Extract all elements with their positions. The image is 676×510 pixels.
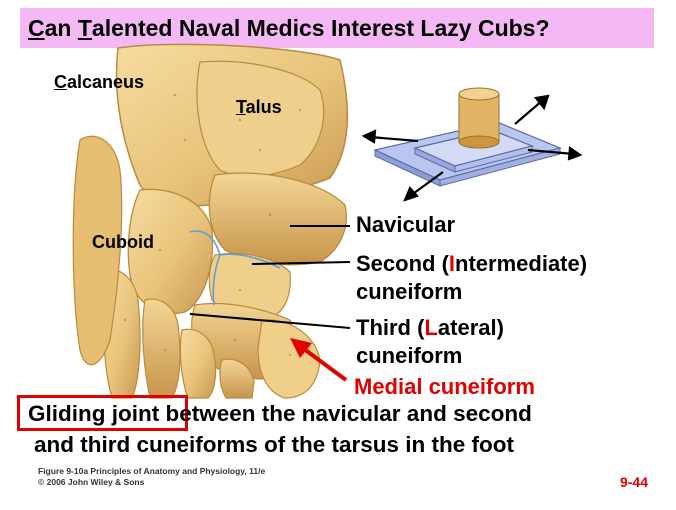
gliding-joint-line-2	[219, 253, 281, 269]
label-talus: Talus	[236, 97, 282, 117]
medial-cuneiform-arrow	[298, 344, 348, 382]
metatarsal-2	[142, 298, 181, 399]
title-initial-c: C	[28, 14, 45, 41]
bone-texture	[123, 93, 302, 357]
label-medial-cuneiform: Medial cuneiform	[354, 374, 535, 399]
third-cuneiform-leader	[189, 313, 351, 329]
second-cuneiform-leader	[251, 261, 351, 265]
medial-cuneiform-arrowhead	[290, 338, 312, 358]
cuboid-bone	[127, 188, 214, 314]
model-arrowhead-right	[567, 146, 583, 161]
talus-bone	[196, 60, 325, 177]
figure-credit: Figure 9-10a Principles of Anatomy and P…	[38, 466, 265, 488]
model-upper-plate-side-2	[454, 145, 533, 173]
metatarsal-4	[219, 358, 255, 399]
credit-line-2: © 2006 John Wiley & Sons	[38, 477, 145, 487]
label-third-cuneiform: Third (Lateral) cuneiform	[356, 315, 504, 368]
title-text-2: alented Naval Medics Interest Lazy Cubs?	[91, 14, 550, 41]
credit-line-1: Figure 9-10a Principles of Anatomy and P…	[38, 466, 266, 476]
model-arrow-downleft	[409, 171, 444, 197]
model-arrowhead-left	[361, 129, 377, 144]
model-arrow-left	[369, 135, 419, 143]
model-arrowhead-upright	[533, 94, 550, 111]
metatarsal-3	[179, 328, 217, 399]
model-cylinder-base	[458, 135, 500, 149]
gliding-joint-highlight-box	[17, 395, 188, 431]
medial-cuneiform-bone	[257, 319, 321, 399]
label-navicular: Navicular	[356, 212, 456, 237]
leg-bone	[72, 135, 123, 366]
caption-highlight: Gliding joint	[28, 401, 160, 426]
label-cuboid: Cuboid	[92, 232, 154, 252]
caption: Gliding joint between the navicular and …	[20, 398, 660, 460]
model-arrow-upright	[514, 99, 544, 125]
gliding-joint-model	[361, 87, 583, 202]
label-calcaneus: Calcaneus	[54, 72, 145, 92]
model-lower-plate-side-2	[439, 147, 561, 187]
title-text-1: an	[44, 14, 78, 41]
label-second-cuneiform: Second (Intermediate) cuneiform	[356, 251, 588, 304]
model-cylinder-body	[458, 93, 500, 143]
navicular-bone	[208, 172, 347, 266]
model-cylinder-top	[458, 87, 500, 101]
title-initial-t: T	[77, 14, 92, 41]
model-arrow-right	[527, 148, 575, 156]
caption-line-1-rest: between the navicular and second	[159, 401, 532, 426]
caption-line-1: Gliding joint between the navicular and …	[20, 398, 660, 429]
model-arrowhead-downleft	[403, 185, 419, 202]
page-number: 9-44	[619, 474, 648, 490]
caption-line-2: and third cuneiforms of the tarsus in th…	[34, 432, 515, 457]
